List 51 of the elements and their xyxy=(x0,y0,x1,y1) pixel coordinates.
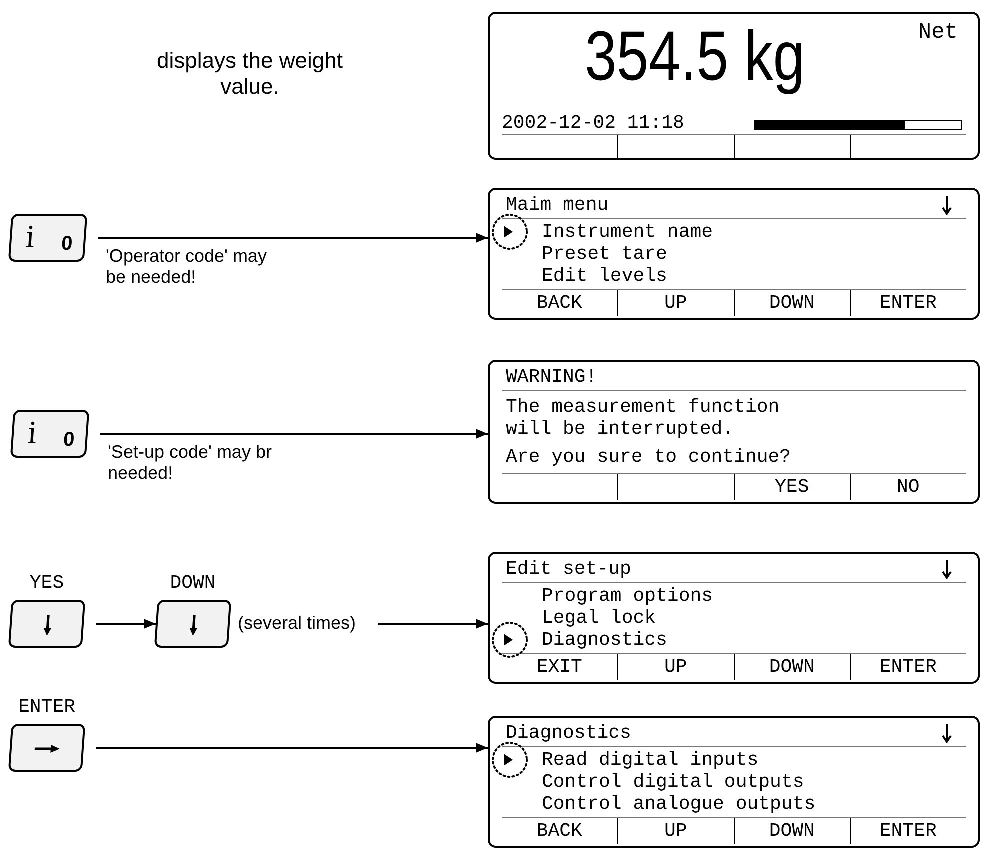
arrow xyxy=(96,619,156,629)
arrow xyxy=(378,619,488,629)
arrow xyxy=(98,233,488,243)
softkey-label: EXIT xyxy=(536,656,582,678)
arrow xyxy=(96,743,488,753)
menu-item: Instrument name xyxy=(542,221,714,243)
key-symbol: i xyxy=(24,218,36,254)
weight-reading: 354.5 kg xyxy=(585,16,806,96)
display-screen xyxy=(488,552,980,684)
key-symbol: 0 xyxy=(60,232,74,256)
softkey-label: ENTER xyxy=(880,292,937,314)
display-screen xyxy=(488,188,980,320)
menu-item: Control digital outputs xyxy=(542,771,804,793)
menu-item: Diagnostics xyxy=(542,629,668,651)
softkey-label: BACK xyxy=(536,820,582,842)
softkey-label: UP xyxy=(664,292,688,314)
message-text: Are you sure to continue? xyxy=(506,446,792,468)
display-screen xyxy=(488,716,980,848)
menu-title: WARNING! xyxy=(506,366,598,388)
softkey-label: BACK xyxy=(536,292,582,314)
instruction-text: displays the weight value. xyxy=(156,48,344,100)
menu-item: Edit levels xyxy=(542,265,668,287)
display-screen xyxy=(488,12,980,160)
status-text: Net xyxy=(918,22,958,44)
softkey-label: DOWN xyxy=(769,656,815,678)
menu-item: Preset tare xyxy=(542,243,668,265)
softkey-label: NO xyxy=(896,476,920,498)
arrow xyxy=(100,429,488,439)
menu-title: Maim menu xyxy=(506,194,609,216)
softkey-label: YES xyxy=(775,476,810,498)
display-screen xyxy=(488,360,980,504)
softkey-label: ENTER xyxy=(880,820,937,842)
key-symbol: 0 xyxy=(62,428,76,452)
key-label: DOWN xyxy=(169,572,217,594)
menu-item: Control analogue outputs xyxy=(542,793,816,815)
key-label: ENTER xyxy=(17,696,76,718)
menu-item: Program options xyxy=(542,585,714,607)
softkey-label: UP xyxy=(664,820,688,842)
date-time: 2002-12-02 11:18 xyxy=(502,112,684,134)
softkey-label: UP xyxy=(664,656,688,678)
key-symbol: i xyxy=(26,414,38,450)
softkey-label: DOWN xyxy=(769,292,815,314)
menu-item: Legal lock xyxy=(542,607,656,629)
note-text: (several times) xyxy=(238,613,356,634)
softkey-label: DOWN xyxy=(769,820,815,842)
menu-title: Diagnostics xyxy=(506,722,632,744)
menu-title: Edit set-up xyxy=(506,558,632,580)
message-text: The measurement function will be interrupted. xyxy=(506,396,780,440)
key-label: YES xyxy=(28,572,66,594)
softkey-label: ENTER xyxy=(880,656,937,678)
menu-item: Read digital inputs xyxy=(542,749,759,771)
